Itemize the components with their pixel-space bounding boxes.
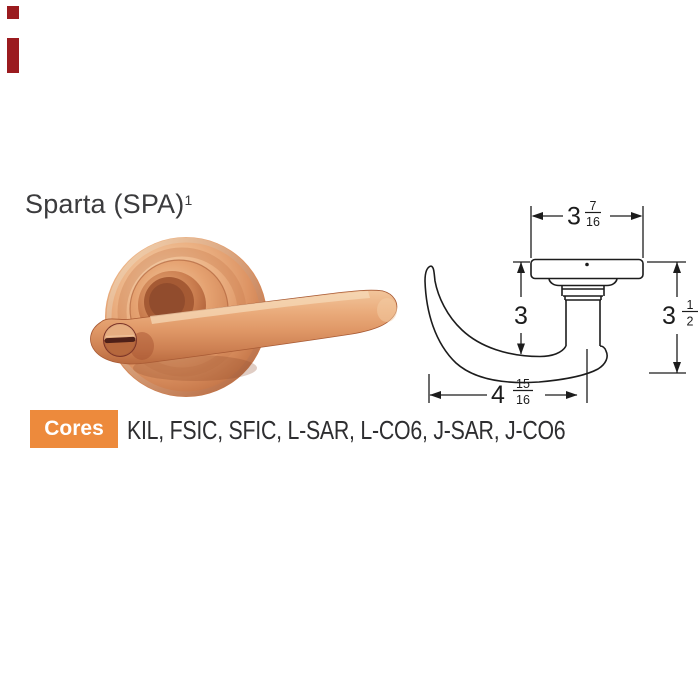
- cores-badge: Cores: [30, 410, 118, 448]
- page-title-text: Sparta (SPA): [25, 189, 185, 219]
- turn-button-slot: [103, 323, 137, 357]
- dimension-labels: 3 7 16 3 3 1 2 4 15 16: [491, 199, 698, 409]
- lever-profile-outline: [424, 258, 644, 384]
- page-title: Sparta (SPA)1: [25, 189, 192, 220]
- dimension-lines: [428, 206, 686, 403]
- dim-rose-width-denominator: 16: [586, 215, 600, 229]
- page-edge-mark: [7, 6, 19, 19]
- dim-lever-length-whole: 4: [491, 381, 505, 409]
- dim-lever-length-denominator: 16: [516, 393, 530, 407]
- product-photo-lever: [90, 237, 398, 397]
- dimension-drawing: 3 7 16 3 3 1 2 4 15 16: [424, 199, 698, 409]
- dim-overall-height-whole: 3: [662, 302, 676, 330]
- page-edge-mark: [7, 38, 19, 73]
- dim-overall-height-numerator: 1: [687, 298, 694, 312]
- dim-overall-height-denominator: 2: [687, 315, 694, 329]
- lever-handle: [90, 289, 398, 365]
- dim-rose-width-numerator: 7: [590, 199, 597, 213]
- dim-rose-width-whole: 3: [567, 203, 581, 231]
- dim-lever-drop: 3: [514, 302, 528, 330]
- dim-lever-length-numerator: 15: [516, 377, 530, 391]
- cores-list: KIL, FSIC, SFIC, L-SAR, L-CO6, J-SAR, J-…: [127, 415, 566, 445]
- footnote-marker: 1: [184, 192, 193, 208]
